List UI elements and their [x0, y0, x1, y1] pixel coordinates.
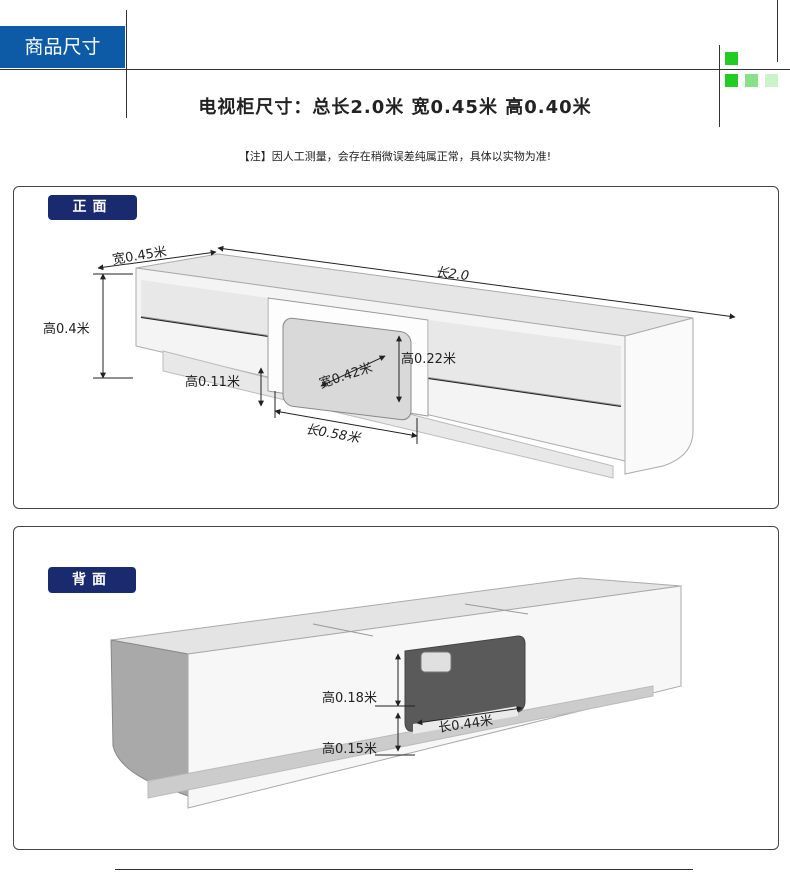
length-label: 长2.0: [435, 265, 470, 284]
height-label: 高0.4米: [43, 321, 90, 337]
product-size-tab: 商品尺寸: [0, 26, 125, 68]
back-view-badge: 背面: [48, 567, 136, 593]
cabinet-left-side: [110, 639, 189, 797]
measurement-note: 【注】因人工测量，会存在稍微误差纯属正常，具体以实物为准!: [238, 150, 552, 163]
green-square-icon: [725, 52, 738, 65]
opening-height-label: 高0.18米: [322, 690, 377, 706]
base-height-label: 高0.15米: [322, 741, 377, 757]
footer-rule: [115, 869, 693, 870]
base-height-label: 高0.11米: [185, 374, 240, 390]
back-view-diagram: 高0.18米 长0.44米 高0.15米: [110, 577, 682, 809]
opening-length-label: 长0.58米: [304, 422, 363, 447]
cabinet-right-side: [624, 317, 694, 475]
front-view-diagram: 宽0.45米 长2.0 高0.4米 高0.22米 宽0.42米 高0.11米 长…: [43, 244, 736, 479]
header-divider-right: [719, 45, 720, 127]
front-view-badge: 正面: [48, 195, 137, 220]
header-rule: [0, 69, 790, 70]
light-green-square-icon: [745, 74, 758, 87]
pale-green-square-icon: [765, 74, 778, 87]
green-square-icon: [725, 74, 738, 87]
header-divider-far-right: [777, 0, 778, 62]
opening-inner-window: [420, 651, 452, 673]
header-divider-left: [126, 10, 127, 118]
opening-height-label: 高0.22米: [401, 351, 456, 367]
dimension-summary: 电视柜尺寸：总长2.0米 宽0.45米 高0.40米: [198, 97, 592, 118]
right-shelf: [428, 320, 621, 406]
